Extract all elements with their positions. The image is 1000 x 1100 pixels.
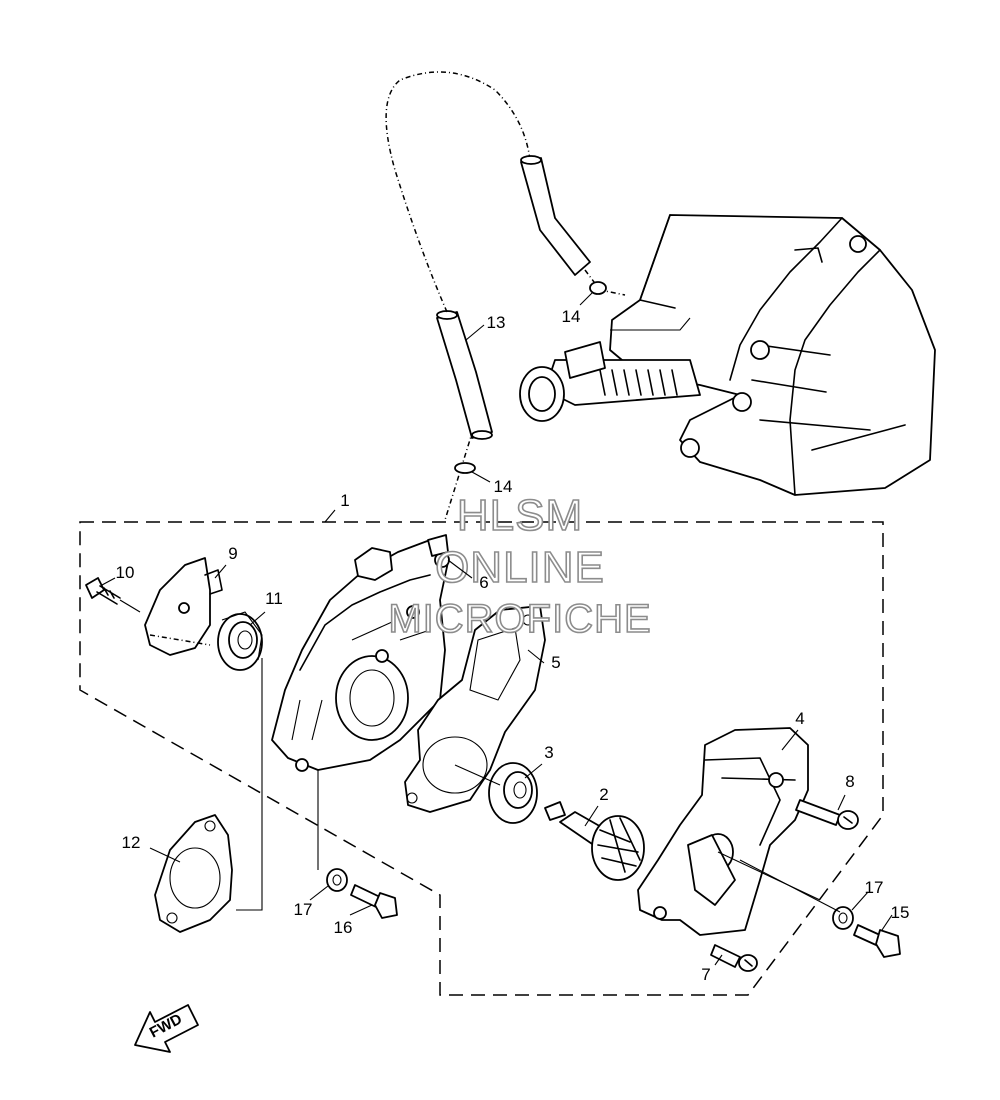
plate-bolt bbox=[85, 577, 141, 613]
callout-17-left: 17 bbox=[294, 900, 313, 919]
watermark-line-1: HLSM bbox=[457, 491, 583, 540]
callout-7: 7 bbox=[701, 965, 710, 984]
callout-15: 15 bbox=[891, 903, 910, 922]
callout-11: 11 bbox=[265, 589, 283, 608]
callout-10: 10 bbox=[116, 563, 135, 582]
pump-cover bbox=[637, 727, 809, 936]
bearing-right bbox=[488, 762, 538, 824]
bearing-left bbox=[217, 611, 263, 671]
callout-2: 2 bbox=[599, 785, 608, 804]
watermark-line-3: MICROFICHE bbox=[388, 597, 651, 641]
callout-8: 8 bbox=[845, 772, 854, 791]
impeller bbox=[544, 801, 645, 881]
callout-16: 16 bbox=[334, 918, 353, 937]
washer-right bbox=[832, 906, 854, 930]
fill-neck-bracket bbox=[519, 341, 701, 422]
callout-1: 1 bbox=[340, 491, 349, 510]
watermark: HLSM ONLINE MICROFICHE bbox=[388, 490, 652, 642]
drain-bolt-left bbox=[350, 884, 398, 919]
shaft-guide-lines bbox=[236, 658, 319, 911]
pump-housing bbox=[271, 534, 450, 772]
assembly-boundary bbox=[79, 521, 884, 996]
callout-labels: 1 2 3 4 5 6 7 8 9 10 11 12 13 14 14 15 1… bbox=[116, 307, 910, 984]
callout-leaders bbox=[101, 291, 893, 966]
callout-12: 12 bbox=[122, 833, 141, 852]
callout-5: 5 bbox=[551, 653, 560, 672]
hose-clip bbox=[454, 281, 607, 474]
drain-bolt-right bbox=[853, 924, 901, 958]
forward-arrow-icon: FWD bbox=[134, 1004, 199, 1053]
cover-bolt-upper bbox=[795, 799, 859, 830]
callout-3: 3 bbox=[544, 743, 553, 762]
breather-hose bbox=[385, 71, 626, 521]
axis-guide-lines bbox=[454, 764, 841, 913]
cover-gasket bbox=[154, 814, 233, 933]
callout-9: 9 bbox=[228, 544, 237, 563]
callout-4: 4 bbox=[795, 709, 804, 728]
callout-17-right: 17 bbox=[865, 878, 884, 897]
callout-6: 6 bbox=[479, 573, 488, 592]
callout-13: 13 bbox=[487, 313, 506, 332]
cover-bolt-lower bbox=[710, 944, 758, 972]
callout-14-upper: 14 bbox=[562, 307, 581, 326]
pump-gasket bbox=[404, 605, 546, 813]
callout-14-lower: 14 bbox=[494, 477, 513, 496]
washer-left bbox=[326, 868, 348, 892]
impeller-plate bbox=[144, 557, 223, 656]
watermark-line-2: ONLINE bbox=[435, 543, 605, 592]
radiator-reservoir bbox=[609, 214, 936, 496]
